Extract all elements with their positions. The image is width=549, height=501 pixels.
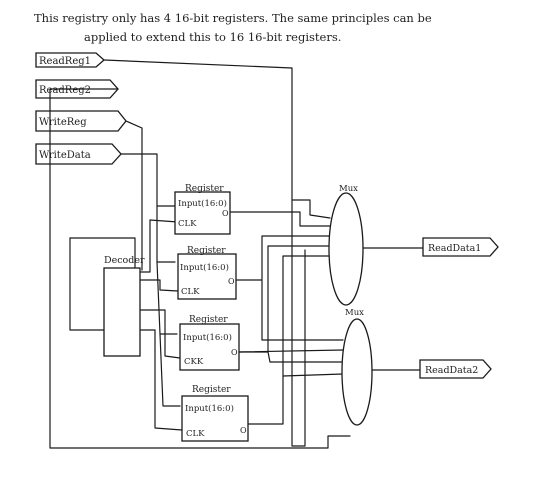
- register-3-title: Register: [189, 315, 228, 325]
- decoder-block: Decoder: [103, 255, 145, 357]
- input-tag-writedata: WriteData: [35, 143, 122, 165]
- mux-2: Mux: [341, 308, 373, 426]
- register-1: Register Input(16:0) CLK O: [174, 184, 231, 235]
- register-2-title: Register: [187, 246, 226, 256]
- output-tag-readdata2: ReadData2: [419, 359, 492, 379]
- register-4-title: Register: [192, 385, 231, 395]
- register-1-input: Input(16:0): [178, 198, 227, 209]
- mux-1-label: Mux: [339, 184, 358, 194]
- output-readdata1-label: ReadData1: [428, 243, 481, 254]
- register-2: Register Input(16:0) CLK O: [177, 246, 237, 300]
- register-1-clk: CLK: [178, 219, 197, 229]
- input-readreg1-label: ReadReg1: [39, 56, 91, 67]
- register-2-input: Input(16:0): [180, 262, 229, 273]
- wires: [49, 59, 424, 449]
- input-tag-writereg: WriteReg: [35, 110, 127, 132]
- output-readdata2-label: ReadData2: [425, 365, 478, 376]
- register-3-input: Input(16:0): [183, 332, 232, 343]
- input-tag-readreg1: ReadReg1: [35, 52, 105, 68]
- output-tag-readdata1: ReadData1: [422, 237, 499, 257]
- decoder-label: Decoder: [104, 255, 145, 266]
- register-3-clk: CKK: [184, 357, 204, 367]
- register-4-input: Input(16:0): [185, 403, 234, 414]
- note-line-2: applied to extend this to 16 16-bit regi…: [84, 30, 341, 44]
- input-writereg-label: WriteReg: [39, 117, 87, 128]
- note-line-1: This registry only has 4 16-bit register…: [34, 11, 432, 25]
- register-2-out: O: [228, 277, 235, 286]
- register-1-out: O: [222, 209, 229, 218]
- register-1-title: Register: [185, 184, 224, 194]
- register-3-out: O: [231, 348, 238, 357]
- input-readreg2-label: ReadReg2: [39, 85, 91, 96]
- mux-1: Mux: [328, 184, 364, 306]
- register-4-out: O: [240, 426, 247, 435]
- input-writedata-label: WriteData: [39, 150, 91, 161]
- register-4: Register Input(16:0) CLK O: [181, 385, 249, 442]
- mux-2-label: Mux: [345, 308, 364, 318]
- register-2-clk: CLK: [181, 287, 200, 297]
- register-3: Register Input(16:0) CKK O: [179, 315, 240, 371]
- register-4-clk: CLK: [186, 429, 205, 439]
